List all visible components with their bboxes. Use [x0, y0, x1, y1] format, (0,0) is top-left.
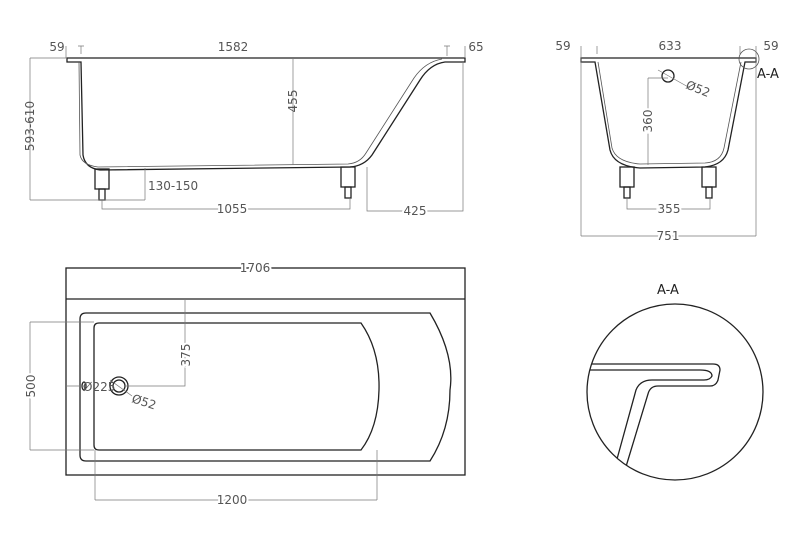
- section-marker-circle: [738, 48, 760, 70]
- front-dim-overflow-height: 360: [641, 110, 655, 133]
- front-view: 59 633 59 A-A Ø52 360 355 751: [555, 39, 779, 245]
- front-view-outline: [580, 57, 757, 169]
- front-leg-foot-left: [623, 186, 631, 199]
- plan-dim-drain-diameter: Ø52: [130, 392, 158, 413]
- front-leg-right: [701, 166, 717, 188]
- section-label: A-A: [757, 67, 779, 82]
- plan-dim-bottom-length: 1200: [217, 493, 248, 507]
- leg-foot-left: [98, 188, 106, 201]
- plan-dim-drain-offset: 375: [179, 344, 193, 367]
- plan-dim-width: 500: [24, 375, 38, 398]
- front-dim-width-inner: 633: [659, 39, 682, 53]
- dim-end-offset: 425: [404, 204, 427, 218]
- plan-view: 1706 500 375 Ø225 Ø52 1200: [22, 259, 466, 509]
- overflow-hole: [661, 69, 675, 83]
- leg-foot-right: [344, 186, 352, 199]
- leg-left: [94, 168, 110, 190]
- dim-rim-left: 59: [49, 40, 64, 54]
- plan-basin-bottom: [93, 322, 380, 451]
- detail-circle: [586, 303, 764, 481]
- detail-profile-outer: [587, 363, 721, 480]
- front-dim-rim-left: 59: [555, 39, 570, 53]
- front-dim-overflow-diameter: Ø52: [684, 78, 712, 100]
- front-leg-foot-right: [705, 186, 713, 199]
- detail-section: A-A: [586, 283, 764, 481]
- leg-right: [340, 166, 356, 188]
- plan-dim-drain-small: Ø225: [83, 380, 115, 394]
- dim-depth: 455: [286, 90, 300, 113]
- detail-profile-inner: [587, 369, 713, 471]
- dim-leg-spacing: 1055: [217, 202, 248, 216]
- dim-rim-right: 65: [468, 40, 483, 54]
- plan-dim-total-length: 1706: [240, 261, 271, 275]
- front-inner-line: [597, 61, 742, 165]
- front-leg-left: [619, 166, 635, 188]
- front-dim-leg-spacing: 355: [658, 202, 681, 216]
- dim-leg-height: 130-150: [148, 179, 198, 193]
- plan-outer-rim: [65, 267, 466, 476]
- plan-inner-rim: [79, 312, 452, 462]
- side-view-outline: [66, 57, 466, 171]
- dim-length-inner: 1582: [218, 40, 249, 54]
- front-dim-rim-right: 59: [763, 39, 778, 53]
- drain-hole-inner: [112, 379, 126, 393]
- side-inner-line: [78, 58, 443, 168]
- side-view: 59 1582 65 593-610 455 130-150 1055 425: [23, 40, 484, 220]
- detail-title: A-A: [657, 283, 679, 298]
- front-dim-total-width: 751: [657, 229, 680, 243]
- dim-total-height: 593-610: [23, 101, 37, 151]
